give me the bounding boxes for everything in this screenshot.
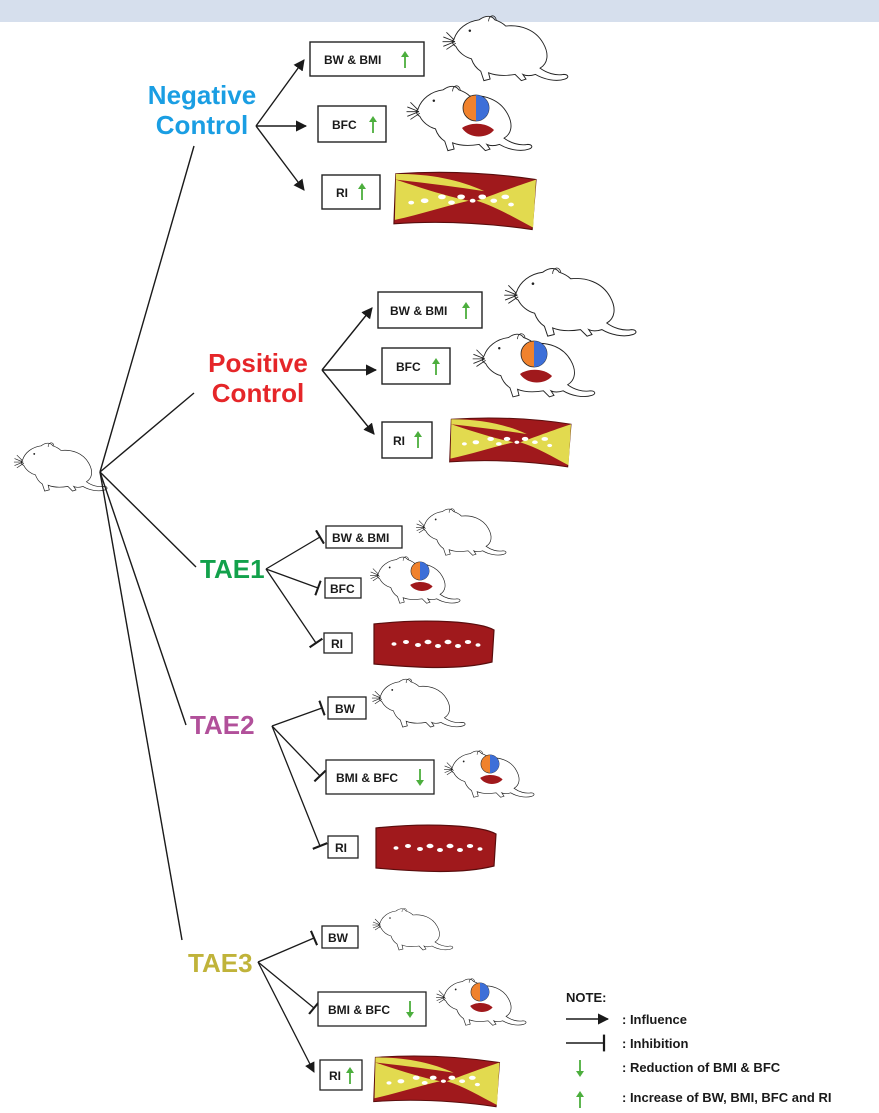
group-title-line2: Control — [156, 110, 248, 140]
trunk-lines — [99, 145, 197, 941]
effect-label: RI — [336, 186, 348, 200]
effect-box — [323, 632, 353, 654]
effect-label: RI — [329, 1069, 341, 1083]
effect-label: BFC — [332, 118, 357, 132]
increase-arrow-icon — [575, 1090, 585, 1109]
group-tae2: TAE2 BW BMI & BFC RI — [190, 678, 535, 873]
effect-box — [325, 525, 403, 549]
group-title: TAE3 — [188, 948, 253, 978]
effect-box — [377, 291, 483, 329]
effect-label: BW — [328, 931, 349, 945]
legend-reduction: : Reduction of BMI & BFC — [622, 1060, 781, 1075]
effect-label: RI — [393, 434, 405, 448]
group-tae1: TAE1 BW & BMI BFC RI — [200, 508, 507, 669]
group-negative-control: Negative Control BW & BMI BFC RI — [148, 15, 569, 231]
legend-inhibition: : Inhibition — [622, 1036, 688, 1051]
effect-label: BW — [335, 702, 356, 716]
top-banner — [0, 0, 879, 22]
legend-title: NOTE: — [566, 990, 606, 1005]
rat-icon — [442, 15, 569, 82]
effect-box — [319, 1059, 363, 1091]
rat-icon — [415, 508, 507, 556]
vessel-clean-icon — [375, 824, 497, 873]
group-title-line1: Positive — [208, 348, 308, 378]
vessel-clean-icon — [373, 620, 495, 669]
legend-influence: : Influence — [622, 1012, 687, 1027]
rat-icon — [372, 908, 454, 951]
effect-label: RI — [335, 841, 347, 855]
group-positive-control: Positive Control BW & BMI BFC RI — [208, 267, 637, 468]
reduction-arrow-icon — [575, 1059, 585, 1078]
effect-label: BMI & BFC — [328, 1003, 390, 1017]
effect-box — [381, 421, 433, 459]
rat-icon — [503, 267, 637, 337]
effect-label: BW & BMI — [324, 53, 381, 67]
effect-label: BFC — [330, 582, 355, 596]
group-tae3: TAE3 BW BMI & BFC RI — [188, 908, 527, 1108]
effect-box — [325, 759, 435, 795]
legend-increase: : Increase of BW, BMI, BFC and RI — [622, 1090, 831, 1105]
effect-box — [317, 991, 427, 1027]
group-title: TAE2 — [190, 710, 255, 740]
effect-box — [381, 347, 451, 385]
effect-label: BW & BMI — [332, 531, 389, 545]
effect-box — [327, 696, 367, 720]
legend: NOTE: : Influence : Inhibition : Reducti… — [566, 990, 831, 1109]
origin-rat-icon — [13, 442, 108, 492]
effect-box — [317, 105, 387, 143]
vessel-fat-icon — [449, 417, 572, 468]
effect-label: BW & BMI — [390, 304, 447, 318]
group-title: TAE1 — [200, 554, 265, 584]
effect-box — [327, 835, 359, 859]
rat-icon — [371, 678, 466, 728]
group-title-line2: Control — [212, 378, 304, 408]
vessel-fat-icon — [373, 1055, 501, 1108]
effect-box — [321, 174, 381, 210]
effect-label: BMI & BFC — [336, 771, 398, 785]
group-title-line1: Negative — [148, 80, 256, 110]
vessel-fat-icon — [393, 171, 537, 231]
effect-label: BFC — [396, 360, 421, 374]
effect-box — [324, 577, 362, 599]
effect-box — [321, 925, 359, 949]
effect-label: RI — [331, 637, 343, 651]
